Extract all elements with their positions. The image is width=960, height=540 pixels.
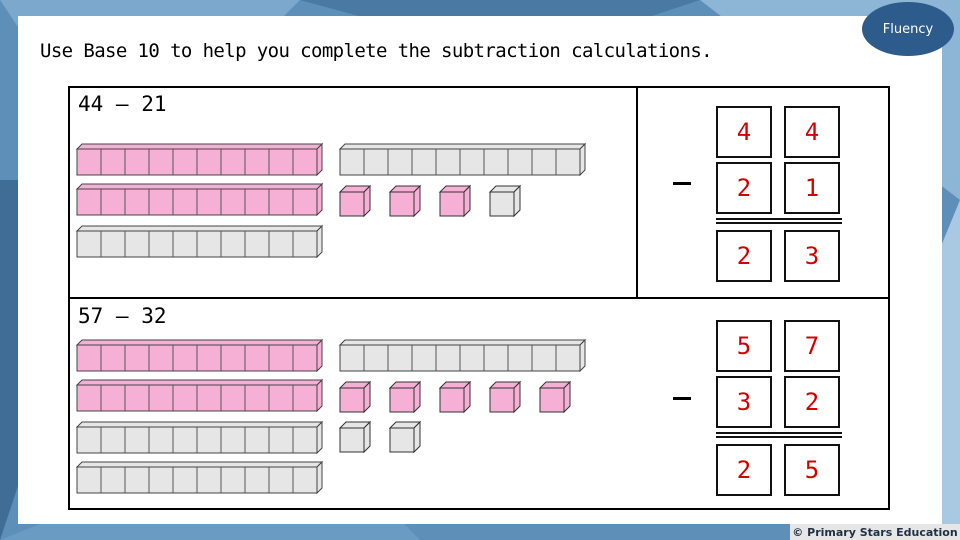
one-cube [388, 380, 422, 414]
section-divider [68, 297, 890, 299]
ten-rod [75, 142, 324, 177]
ten-rod [75, 460, 324, 495]
calc-1-subtract-tens: 2 [716, 162, 772, 214]
instruction-text: Use Base 10 to help you complete the sub… [40, 40, 713, 62]
copyright-footer: © Primary Stars Education [790, 524, 960, 540]
calc-2-top-tens: 5 [716, 320, 772, 372]
fluency-badge: Fluency [862, 2, 954, 56]
one-cube [488, 184, 522, 218]
calc-1-answer-line-bottom [716, 222, 842, 224]
one-cube [438, 184, 472, 218]
one-cube [338, 380, 372, 414]
ten-rod [338, 338, 587, 373]
one-cube [338, 420, 372, 454]
calc-1-answer-tens: 2 [716, 230, 772, 282]
ten-rod [75, 182, 324, 217]
calc-2-label: 57 – 32 [78, 304, 167, 328]
one-cube [438, 380, 472, 414]
column-divider [636, 86, 638, 299]
calc-2-answer-line-bottom [716, 436, 842, 438]
ten-rod [75, 338, 324, 373]
calc-2-subtract-tens: 3 [716, 376, 772, 428]
calc-2-top-ones: 7 [784, 320, 840, 372]
ten-rod [75, 378, 324, 413]
calc-1-top-tens: 4 [716, 106, 772, 158]
ten-rod [75, 420, 324, 455]
calc-2-answer-line-top [716, 432, 842, 434]
one-cube [488, 380, 522, 414]
ten-rod [338, 142, 587, 177]
calc-1-answer-ones: 3 [784, 230, 840, 282]
calc-1-answer-line-top [716, 218, 842, 220]
one-cube [538, 380, 572, 414]
one-cube [388, 420, 422, 454]
calc-1-top-ones: 4 [784, 106, 840, 158]
one-cube [388, 184, 422, 218]
calc-2-base10-blocks [75, 338, 587, 495]
calc-1-base10-blocks [75, 142, 587, 259]
one-cube [338, 184, 372, 218]
calc-2-minus-sign [673, 397, 691, 400]
calc-1-label: 44 – 21 [78, 92, 167, 116]
calc-2-subtract-ones: 2 [784, 376, 840, 428]
ten-rod [75, 224, 324, 259]
calc-1-minus-sign [673, 182, 691, 185]
calc-1-subtract-ones: 1 [784, 162, 840, 214]
calc-2-answer-ones: 5 [784, 444, 840, 496]
calc-2-answer-tens: 2 [716, 444, 772, 496]
